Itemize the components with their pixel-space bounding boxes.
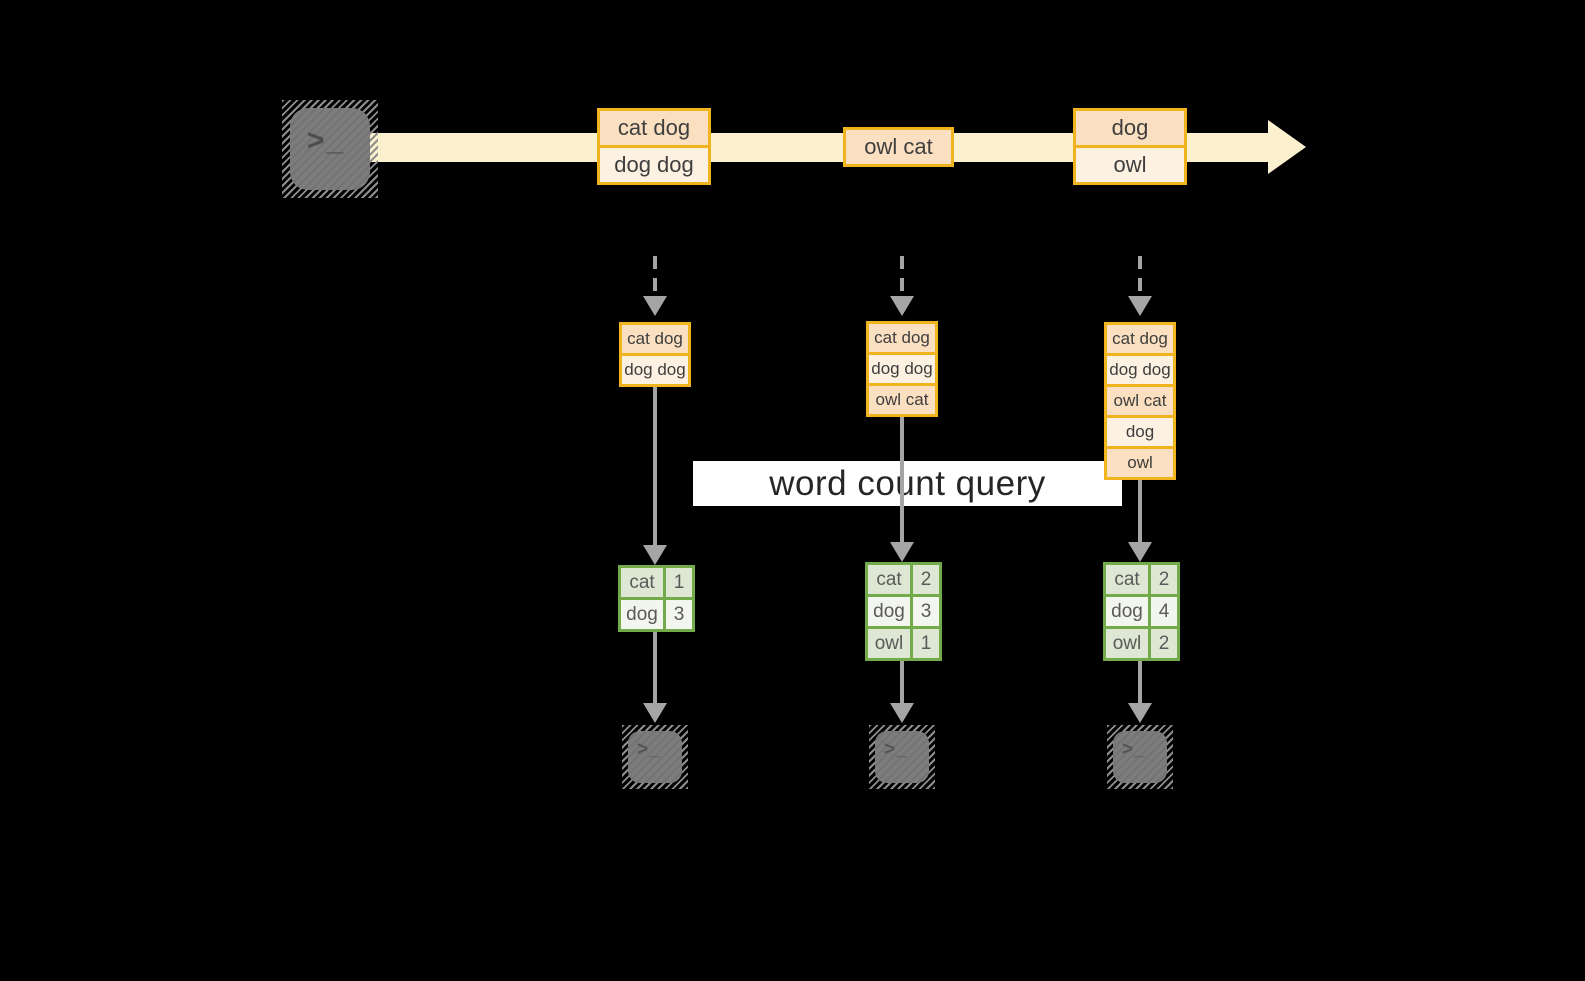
message-box-2: owl cat — [843, 127, 954, 167]
count-cell: 4 — [1151, 597, 1177, 626]
count-table-2: cat 2 dog 3 owl 1 — [865, 562, 942, 661]
count-cell: 2 — [913, 565, 939, 594]
terminal-icon-screen: >_ — [290, 108, 370, 190]
buffer-line: dog dog — [869, 355, 935, 383]
arrowhead-icon — [1128, 703, 1152, 723]
buffer-line: dog — [1107, 418, 1173, 446]
message-box-1: cat dog dog dog — [597, 108, 711, 185]
buffer-line: owl cat — [1107, 387, 1173, 415]
message-line: dog — [1076, 111, 1184, 145]
message-line: owl — [1076, 148, 1184, 182]
arrowhead-icon — [643, 703, 667, 723]
flow-arrow — [653, 387, 657, 545]
flow-arrow — [900, 417, 904, 544]
arrowhead-icon — [1128, 296, 1152, 316]
word-cell: dog — [621, 600, 663, 629]
terminal-icon: >_ — [622, 725, 688, 789]
arrowhead-icon — [1128, 542, 1152, 562]
terminal-icon: >_ — [1107, 725, 1173, 789]
word-cell: cat — [621, 568, 663, 597]
flow-arrow — [653, 632, 657, 705]
message-line: dog dog — [600, 148, 708, 182]
prompt-icon: >_ — [884, 739, 908, 760]
buffer-line: owl cat — [869, 386, 935, 414]
terminal-icon: >_ — [282, 100, 378, 198]
buffer-line: dog dog — [1107, 356, 1173, 384]
prompt-icon: >_ — [1122, 739, 1146, 760]
word-cell: owl — [868, 629, 910, 658]
count-cell: 2 — [1151, 629, 1177, 658]
stream-to-buffer-arrow — [653, 256, 657, 298]
count-table-3: cat 2 dog 4 owl 2 — [1103, 562, 1180, 661]
stream-to-buffer-arrow — [900, 256, 904, 298]
prompt-icon: >_ — [637, 739, 661, 760]
buffer-stack-2: cat dog dog dog owl cat — [866, 321, 938, 417]
arrowhead-icon — [890, 296, 914, 316]
terminal-icon-screen: >_ — [875, 731, 929, 783]
arrowhead-icon — [643, 296, 667, 316]
buffer-stack-1: cat dog dog dog — [619, 322, 691, 387]
stream-arrowhead-icon — [1268, 120, 1306, 174]
count-cell: 3 — [913, 597, 939, 626]
query-banner: word count query — [693, 461, 1122, 506]
message-line: cat dog — [600, 111, 708, 145]
prompt-icon: >_ — [307, 124, 346, 157]
terminal-icon-screen: >_ — [1113, 731, 1167, 783]
buffer-line: owl — [1107, 449, 1173, 477]
word-cell: cat — [868, 565, 910, 594]
buffer-line: cat dog — [622, 325, 688, 353]
word-cell: owl — [1106, 629, 1148, 658]
flow-arrow — [900, 661, 904, 705]
buffer-line: cat dog — [869, 324, 935, 352]
terminal-icon-screen: >_ — [628, 731, 682, 783]
count-cell: 1 — [913, 629, 939, 658]
stream-to-buffer-arrow — [1138, 256, 1142, 298]
message-line: owl cat — [846, 130, 951, 164]
buffer-line: dog dog — [622, 356, 688, 384]
message-box-3: dog owl — [1073, 108, 1187, 185]
word-cell: cat — [1106, 565, 1148, 594]
count-cell: 2 — [1151, 565, 1177, 594]
word-cell: dog — [1106, 597, 1148, 626]
count-table-1: cat 1 dog 3 — [618, 565, 695, 632]
arrowhead-icon — [643, 545, 667, 565]
terminal-icon: >_ — [869, 725, 935, 789]
flow-arrow — [1138, 480, 1142, 544]
flow-arrow — [1138, 661, 1142, 705]
count-cell: 3 — [666, 600, 692, 629]
word-cell: dog — [868, 597, 910, 626]
count-cell: 1 — [666, 568, 692, 597]
arrowhead-icon — [890, 703, 914, 723]
buffer-stack-3: cat dog dog dog owl cat dog owl — [1104, 322, 1176, 480]
buffer-line: cat dog — [1107, 325, 1173, 353]
arrowhead-icon — [890, 542, 914, 562]
